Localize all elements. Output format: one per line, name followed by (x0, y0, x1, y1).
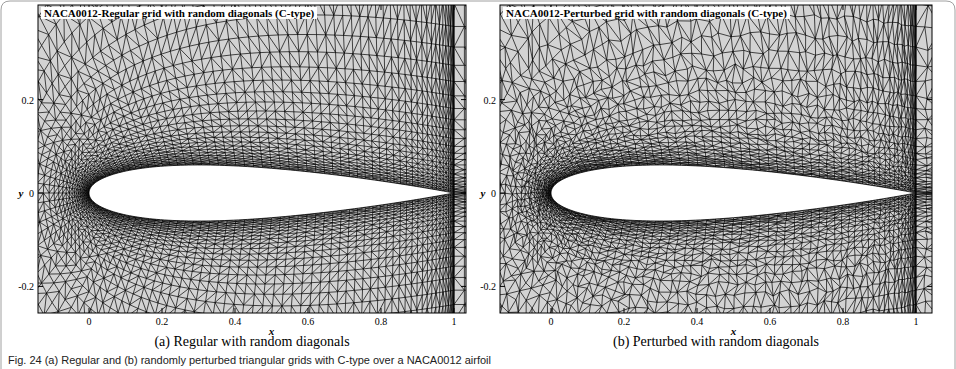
mesh-lines (500, 5, 932, 313)
axis-label: y (481, 187, 486, 199)
mesh-panel (38, 5, 466, 313)
tick-label: 0 (491, 188, 496, 199)
tick-label: 0.8 (837, 316, 850, 327)
plot-frame (500, 5, 932, 313)
tick-label: 0.6 (764, 316, 777, 327)
tick-label: 0.4 (691, 316, 704, 327)
subcaption: (b) Perturbed with random diagonals (613, 334, 819, 349)
panel-title: NACA0012-Regular grid with random diagon… (41, 7, 317, 19)
tick-label: 0 (549, 316, 554, 327)
mesh-lines (38, 5, 466, 313)
tick-label: 0.4 (229, 316, 242, 327)
tick-label: 0.8 (375, 316, 388, 327)
airfoil-shape (551, 165, 916, 221)
tick-label: 0.6 (302, 316, 315, 327)
axis-label: y (19, 187, 24, 199)
airfoil-shape (89, 165, 454, 221)
panel-title: NACA0012-Perturbed grid with random diag… (503, 7, 790, 19)
tick-label: -0.2 (18, 281, 34, 292)
tick-label: 0.2 (156, 316, 169, 327)
mesh-panel (500, 5, 932, 313)
tick-label: 0 (87, 316, 92, 327)
tick-label: -0.2 (480, 281, 496, 292)
tick-label: 1 (914, 316, 919, 327)
plot-frame (38, 5, 466, 313)
tick-label: 1 (452, 316, 457, 327)
tick-label: 0 (29, 188, 34, 199)
tick-label: 0.2 (484, 94, 497, 105)
figure-caption: Fig. 24 (a) Regular and (b) randomly per… (8, 354, 491, 366)
axis-ticks (500, 5, 932, 313)
tick-label: 0.2 (22, 94, 35, 105)
tick-label: 0.2 (618, 316, 631, 327)
axis-ticks (38, 5, 466, 313)
subcaption: (a) Regular with random diagonals (154, 334, 349, 349)
